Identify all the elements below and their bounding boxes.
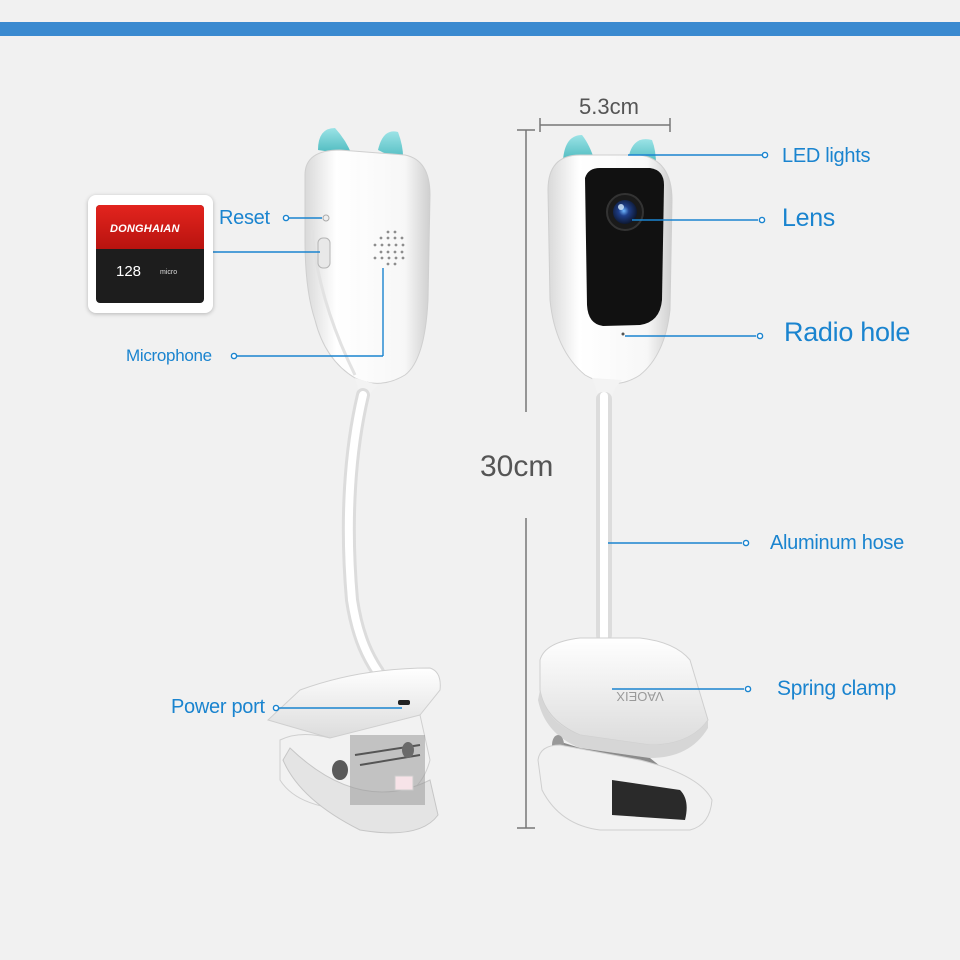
reset-hole <box>322 214 330 222</box>
front-glass-panel <box>585 168 664 326</box>
lens-label: Lens <box>782 204 836 232</box>
card-slot <box>317 237 331 269</box>
micro-sd-card: DONGHAIAN 128 micro <box>88 195 213 313</box>
left-camera <box>267 128 441 834</box>
microphone-holes <box>373 230 405 266</box>
aluminum-hose-label: Aluminum hose <box>770 532 904 554</box>
radio-hole <box>621 332 625 336</box>
power-port <box>398 700 410 705</box>
clamp-brand-mark: VAOEIX <box>616 689 664 704</box>
width-dimension <box>539 118 671 132</box>
sd-card-brand: DONGHAIAN <box>110 223 180 235</box>
height-dimension <box>517 129 535 829</box>
led-lights-label: LED lights <box>782 145 871 167</box>
power-port-label: Power port <box>171 696 265 718</box>
leader-lines <box>210 151 769 712</box>
height-dimension-label: 30cm <box>480 450 554 483</box>
radio-hole-label: Radio hole <box>784 317 911 347</box>
spring-clamp-label: Spring clamp <box>777 677 896 700</box>
sd-card-type: micro <box>160 269 178 276</box>
reset-label: Reset <box>219 207 270 229</box>
microphone-label: Microphone <box>126 346 212 365</box>
width-dimension-label: 5.3cm <box>579 94 639 119</box>
left-camera-body <box>304 149 431 384</box>
right-camera: VAOEIX <box>537 135 713 831</box>
sd-card-capacity: 128 <box>116 263 142 280</box>
top-banner-bar <box>0 22 960 36</box>
